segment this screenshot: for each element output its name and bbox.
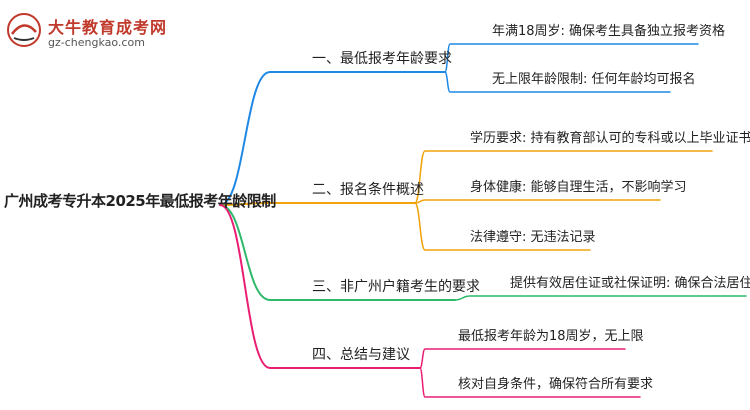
logo-mark-icon — [7, 13, 41, 47]
root-topic: 广州成考专升本2025年最低报考年龄限制 — [4, 192, 276, 210]
logo-url: gz-chengkao.com — [48, 36, 145, 49]
site-logo: 大牛教育成考网 gz-chengkao.com — [4, 6, 194, 54]
branch-connector-4 — [219, 204, 421, 369]
branch-conditions: 二、报名条件概述 — [312, 182, 424, 198]
leaf-no-upper-limit: 无上限年龄限制: 任何年龄均可报名 — [492, 72, 696, 87]
branch-connector-2 — [219, 202, 416, 206]
leaf-connector-2-3 — [414, 202, 591, 251]
leaf-connector-1-2 — [444, 71, 671, 93]
leaf-connector-4-1 — [419, 348, 626, 369]
leaf-education: 学历要求: 持有教育部认可的专科或以上毕业证书 — [470, 131, 750, 146]
branch-connector-1 — [219, 71, 446, 206]
leaf-law: 法律遵守: 无违法记录 — [470, 230, 596, 245]
branch-connector-3 — [219, 204, 456, 301]
leaf-check-conditions: 核对自身条件，确保符合所有要求 — [458, 377, 654, 392]
leaf-connector-2-2 — [414, 199, 661, 204]
leaf-connector-1-1 — [444, 43, 699, 73]
leaf-connector-2-1 — [414, 150, 713, 204]
leaf-summary-age: 最低报考年龄为18周岁，无上限 — [458, 329, 644, 344]
logo-title: 大牛教育成考网 — [48, 18, 168, 37]
branch-non-local: 三、非广州户籍考生的要求 — [312, 279, 480, 295]
branch-min-age: 一、最低报考年龄要求 — [312, 51, 452, 67]
branch-summary: 四、总结与建议 — [312, 347, 410, 363]
leaf-connector-4-2 — [419, 367, 641, 398]
leaf-age-18: 年满18周岁: 确保考生具备独立报考资格 — [492, 24, 726, 39]
leaf-connector-3-1 — [454, 295, 747, 301]
leaf-residence-proof: 提供有效居住证或社保证明: 确保合法居住状态 — [510, 276, 750, 291]
mindmap-edges — [219, 43, 747, 398]
leaf-health: 身体健康: 能够自理生活，不影响学习 — [470, 180, 687, 195]
